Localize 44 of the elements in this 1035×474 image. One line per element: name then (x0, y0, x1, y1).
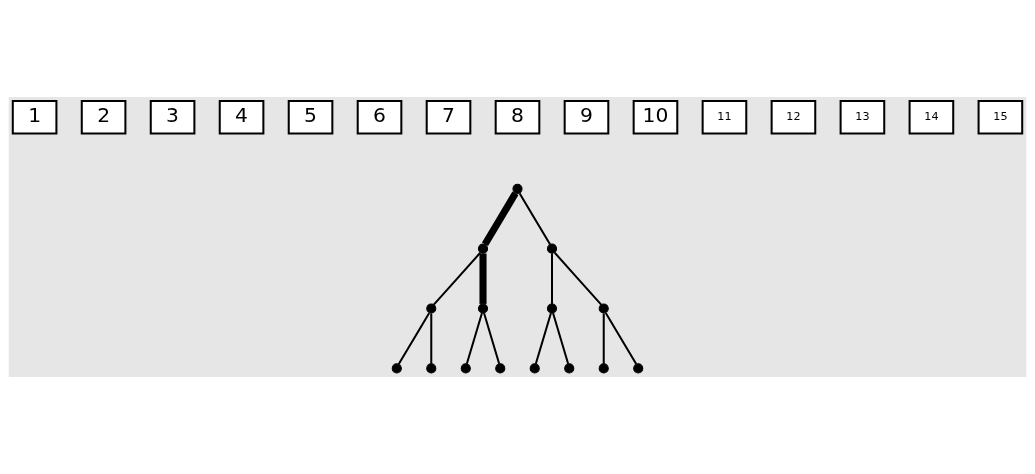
node-box: 7 (425, 100, 472, 135)
node-circle (633, 363, 644, 374)
connector (479, 253, 487, 304)
connector (552, 312, 570, 364)
connector (483, 312, 501, 364)
node-box: 15 (977, 100, 1024, 135)
node-box: 13 (839, 100, 886, 135)
connector (554, 252, 602, 306)
connector (465, 312, 483, 364)
node-circle (460, 363, 471, 374)
node-box: 1 (11, 100, 58, 135)
node-circle (477, 243, 489, 254)
node-box: 6 (356, 100, 403, 135)
node-box: 4 (218, 100, 265, 135)
connector (433, 252, 481, 306)
connector (604, 312, 638, 365)
connector (550, 253, 553, 304)
connector (430, 313, 433, 364)
node-box: 5 (287, 100, 334, 135)
connector (602, 313, 605, 364)
node-circle (495, 363, 506, 374)
node-circle (426, 363, 437, 374)
connector (534, 312, 552, 364)
node-circle (598, 303, 609, 314)
node-circle (477, 303, 489, 314)
connector (397, 312, 431, 365)
connector (481, 191, 519, 247)
node-box: 12 (770, 100, 817, 135)
node-circle (512, 183, 523, 194)
node-circle (426, 303, 437, 314)
node-box: 3 (149, 100, 196, 135)
node-box: 9 (563, 100, 610, 135)
node-circle (529, 363, 540, 374)
connector (518, 192, 551, 245)
node-box: 14 (908, 100, 955, 135)
node-circle (564, 363, 575, 374)
node-box: 10 (632, 100, 679, 135)
node-circle (598, 363, 609, 374)
node-circle (546, 243, 558, 254)
node-box: 2 (80, 100, 127, 135)
node-box: 8 (494, 100, 541, 135)
node-circle (546, 303, 558, 314)
node-box: 11 (701, 100, 748, 135)
node-circle (391, 363, 402, 374)
